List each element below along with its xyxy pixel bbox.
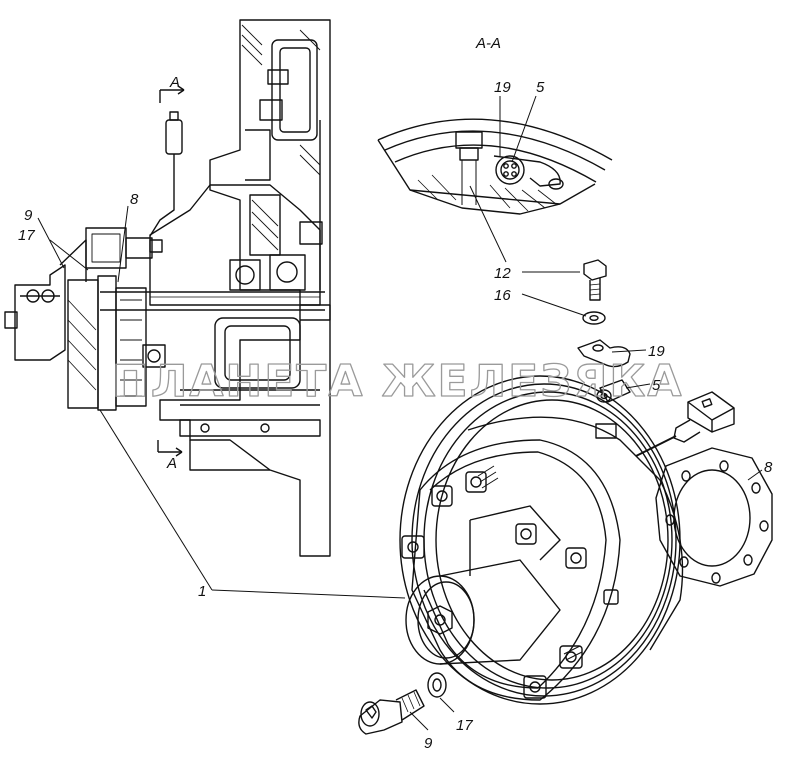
fan-clutch-assembly	[399, 375, 684, 705]
callout-19-section: 19	[494, 79, 511, 96]
bolt-9	[358, 689, 425, 735]
section-title: А-А	[475, 35, 501, 52]
callout-17-washer: 17	[456, 717, 473, 734]
callout-8-main: 8	[130, 191, 139, 208]
watermark: ПЛАНЕТА ЖЕЛЕЗЯКА	[112, 356, 683, 407]
clamp-19	[577, 339, 631, 368]
washer-17	[427, 672, 447, 698]
section-marker-bottom: А	[157, 440, 183, 472]
bolt-12	[583, 259, 607, 301]
callout-19-parts: 19	[648, 343, 665, 360]
callout-5-parts: 5	[652, 377, 661, 394]
callout-16: 16	[494, 287, 511, 304]
gasket-8	[655, 447, 773, 587]
callout-9-bolt: 9	[424, 735, 433, 752]
callout-12: 12	[494, 265, 511, 282]
section-marker-top: А	[159, 74, 185, 103]
washer-16	[582, 311, 606, 325]
callout-8-gasket: 8	[764, 459, 773, 476]
callout-9-main: 9	[24, 207, 33, 224]
engine-block-section	[159, 19, 331, 557]
callouts: 1 9 17 8 19 5 12 16 19 5 8 9 17	[18, 79, 773, 752]
drive-housing-section	[100, 184, 331, 437]
callout-5-section: 5	[536, 79, 545, 96]
callout-1: 1	[198, 583, 206, 600]
connector-plug	[635, 391, 735, 457]
fan-clutch-section	[4, 111, 183, 411]
section-marker-top-label: А	[169, 74, 180, 91]
callout-17-main: 17	[18, 227, 35, 244]
section-aa-detail: А-А	[377, 35, 613, 215]
section-marker-bottom-label: А	[166, 455, 177, 472]
leader-lines	[37, 95, 763, 731]
